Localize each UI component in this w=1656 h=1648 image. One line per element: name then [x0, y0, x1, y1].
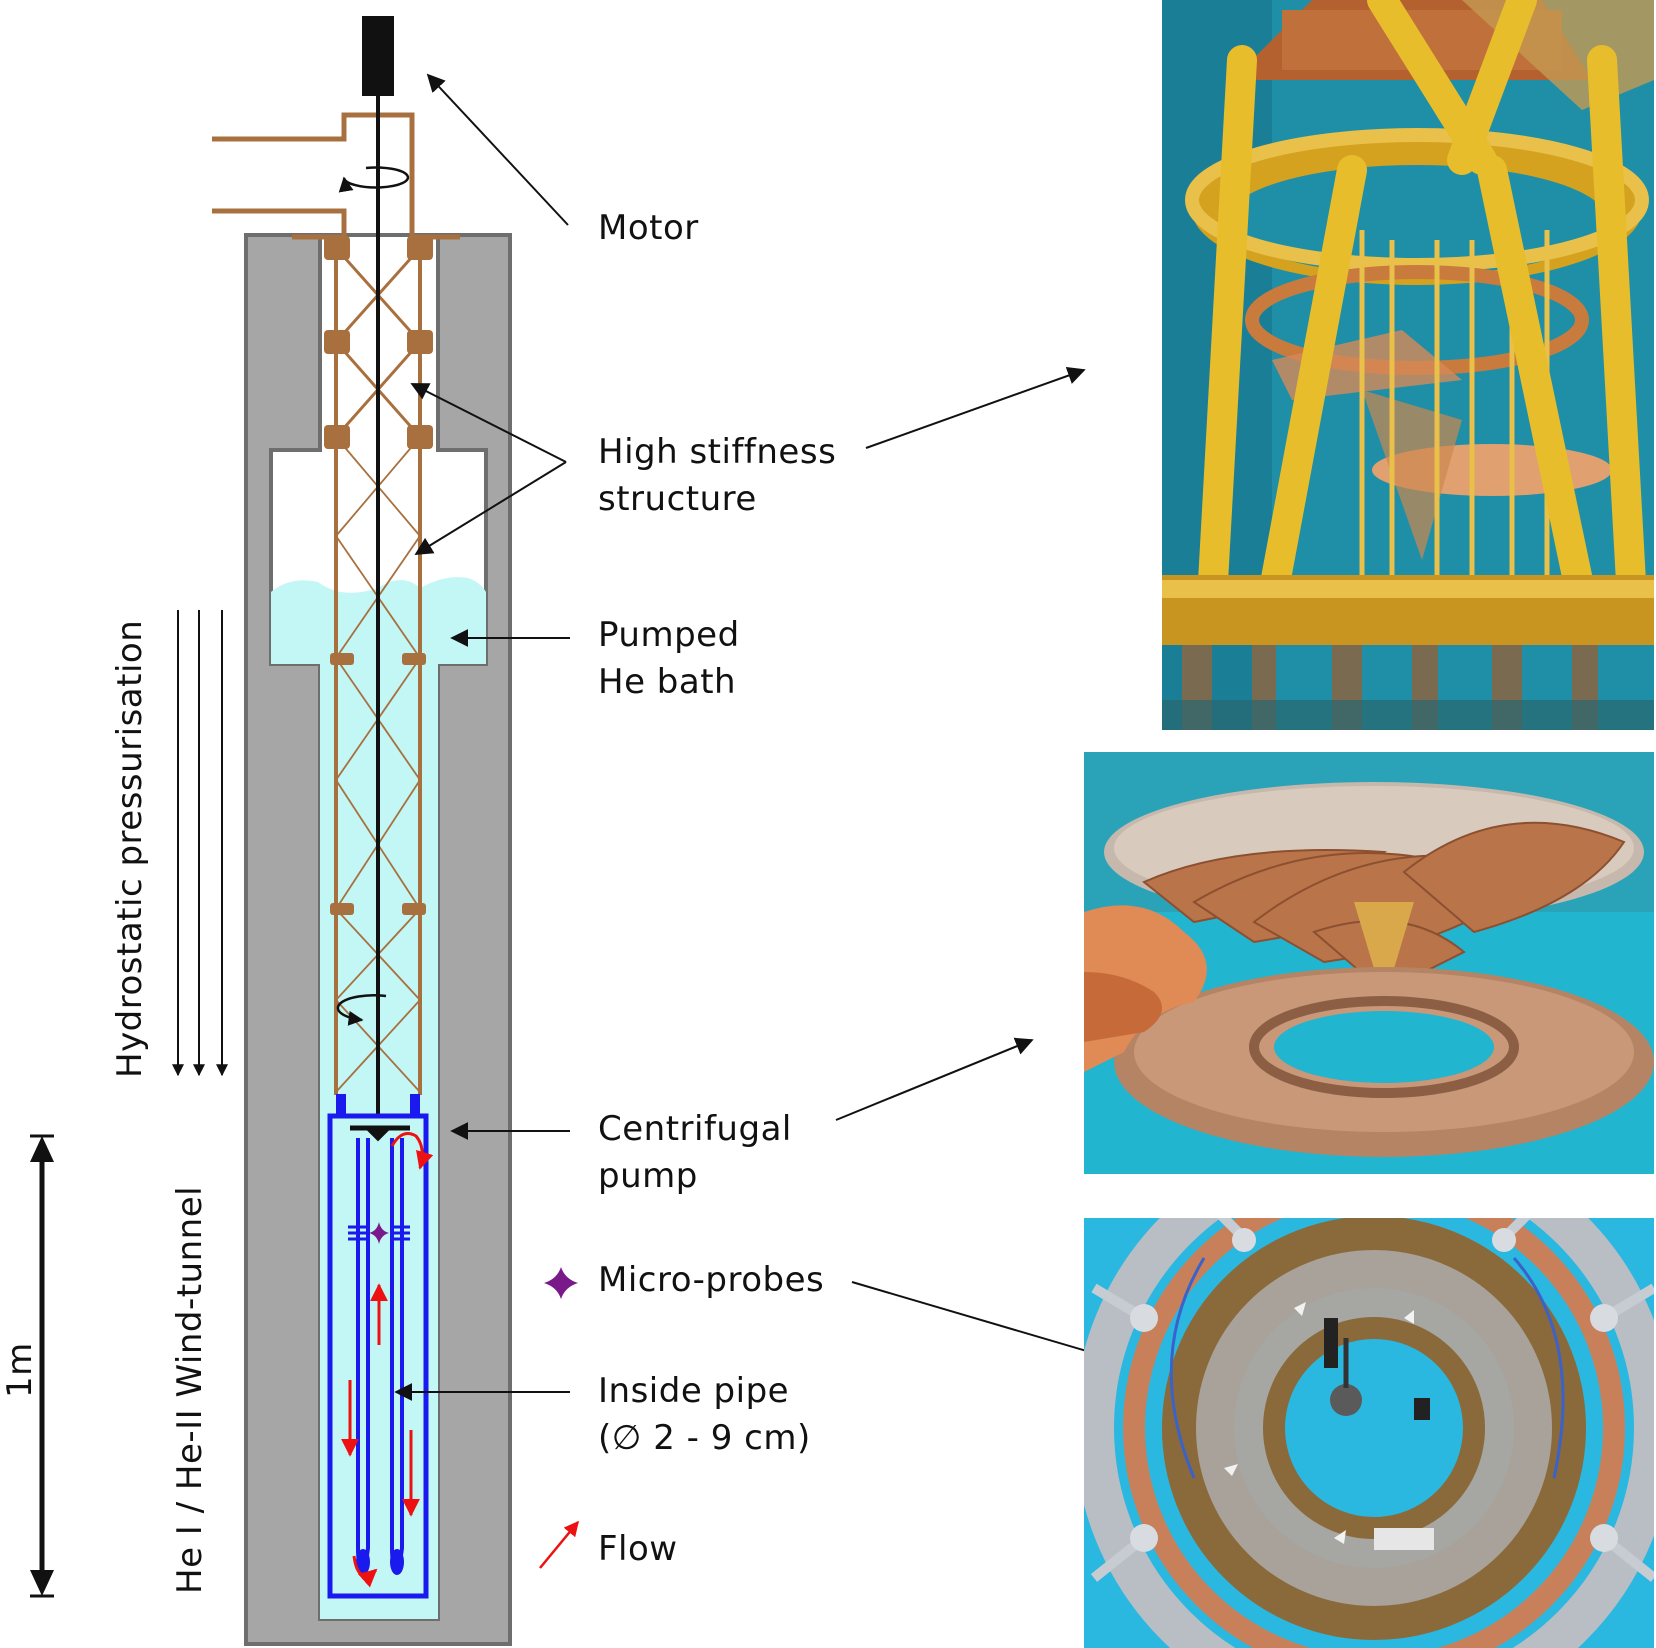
stiffness-label: High stiffness structure [598, 429, 836, 523]
pipe-label: Inside pipe (∅ 2 - 9 cm) [598, 1368, 811, 1462]
scale-label: 1m [0, 1342, 40, 1398]
structure-photo [1162, 0, 1654, 730]
scale-bar [30, 1134, 54, 1598]
pump-label-line1: Centrifugal [598, 1109, 792, 1149]
stiffness-label-line1: High stiffness [598, 432, 837, 472]
pump-photo [1084, 752, 1654, 1174]
rotation-arrow-top [338, 166, 410, 193]
pipe-label-line1: Inside pipe [598, 1371, 790, 1411]
micro-probe-icon [544, 1267, 578, 1299]
pipe-label-line2: (∅ 2 - 9 cm) [598, 1418, 811, 1458]
flow-arrows [341, 1132, 434, 1588]
probes-photo [1084, 1218, 1654, 1648]
bath-label: Pumped He bath [598, 612, 740, 706]
pump-label: Centrifugal pump [598, 1106, 792, 1200]
hydrostatic-arrows [172, 610, 228, 1077]
pumping-line [212, 112, 460, 240]
bath-label-line1: Pumped [598, 615, 740, 655]
flow-arrow-icon [539, 1520, 579, 1569]
stiffness-label-line2: structure [598, 479, 757, 519]
bath-label-line2: He bath [598, 662, 737, 702]
probes-label: Micro-probes [598, 1260, 825, 1300]
motor-block [362, 16, 394, 96]
hydrostatic-label: Hydrostatic pressurisation [110, 619, 150, 1078]
pump-label-line2: pump [598, 1156, 698, 1196]
structure-joints [324, 236, 433, 915]
windtunnel-label: He I / He-II Wind-tunnel [170, 1185, 210, 1594]
flow-label: Flow [598, 1529, 678, 1569]
motor-label: Motor [598, 208, 699, 248]
rotation-arrow-bottom [336, 994, 387, 1026]
